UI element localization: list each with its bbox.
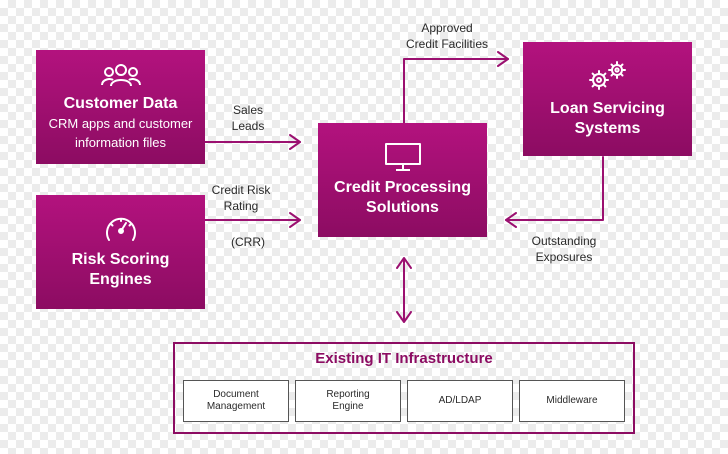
infra-item-label-line1: Reporting <box>326 389 370 400</box>
outstanding-exposures-arrow <box>505 156 604 221</box>
approved-facilities-arrow <box>403 58 509 124</box>
customer-data-box: Customer Data CRM apps and customer info… <box>36 50 205 164</box>
sales-leads-label-line1: Sales <box>232 103 264 117</box>
infrastructure-link-bottom-head <box>396 311 412 323</box>
outstanding-exposures-label: Outstanding Exposures <box>514 233 614 265</box>
speedometer-icon <box>105 217 136 241</box>
credit-processing-title-line1: Credit Processing <box>334 179 471 196</box>
gears-icon <box>588 61 626 90</box>
credit-processing-box: Credit Processing Solutions <box>318 123 487 237</box>
risk-scoring-title-line1: Risk Scoring <box>71 251 170 268</box>
infra-item-ad-ldap: AD/LDAP <box>407 380 513 422</box>
approved-facilities-label: Approved Credit Facilities <box>392 20 502 52</box>
loan-servicing-box: Loan Servicing Systems <box>523 42 692 156</box>
infra-item-label: Middleware <box>546 395 598 406</box>
customer-data-subtitle-line2: information files <box>74 135 167 150</box>
loan-servicing-title-line2: Systems <box>574 120 641 137</box>
outstanding-label-line1: Outstanding <box>531 234 597 248</box>
infra-item-label: AD/LDAP <box>438 395 482 406</box>
risk-scoring-box: Risk Scoring Engines <box>36 195 205 309</box>
sales-leads-label-line2: Leads <box>231 119 265 133</box>
credit-risk-arrowhead <box>289 212 301 228</box>
infra-item-label-line1: Document <box>213 389 259 400</box>
infrastructure-link-top-head <box>396 257 412 269</box>
outstanding-label-line2: Exposures <box>535 250 593 264</box>
monitor-icon <box>384 143 421 171</box>
risk-scoring-title-line2: Engines <box>89 271 152 288</box>
infra-item-middleware: Middleware <box>519 380 625 422</box>
infra-item-label-line2: Engine <box>332 401 364 412</box>
approved-label-line2: Credit Facilities <box>405 37 489 51</box>
customer-data-subtitle-line1: CRM apps and customer <box>48 116 193 131</box>
sales-leads-arrowhead <box>289 134 301 150</box>
customer-data-title: Customer Data <box>63 95 178 112</box>
outstanding-exposures-arrowhead <box>505 212 517 228</box>
it-infrastructure-title: Existing IT Infrastructure <box>315 350 493 367</box>
crr-label: (CRR) <box>231 235 265 249</box>
approved-facilities-arrowhead <box>497 51 509 67</box>
credit-processing-title-line2: Solutions <box>366 199 439 216</box>
sales-leads-label: Sales Leads <box>216 102 280 134</box>
infra-item-label-line2: Management <box>206 401 266 412</box>
approved-label-line1: Approved <box>421 21 473 35</box>
credit-risk-label-line2: Rating <box>223 199 259 213</box>
users-icon <box>100 64 141 87</box>
loan-servicing-title-line1: Loan Servicing <box>550 100 665 117</box>
credit-risk-label: Credit Risk Rating <box>206 182 276 214</box>
credit-risk-label-line1: Credit Risk <box>211 183 271 197</box>
